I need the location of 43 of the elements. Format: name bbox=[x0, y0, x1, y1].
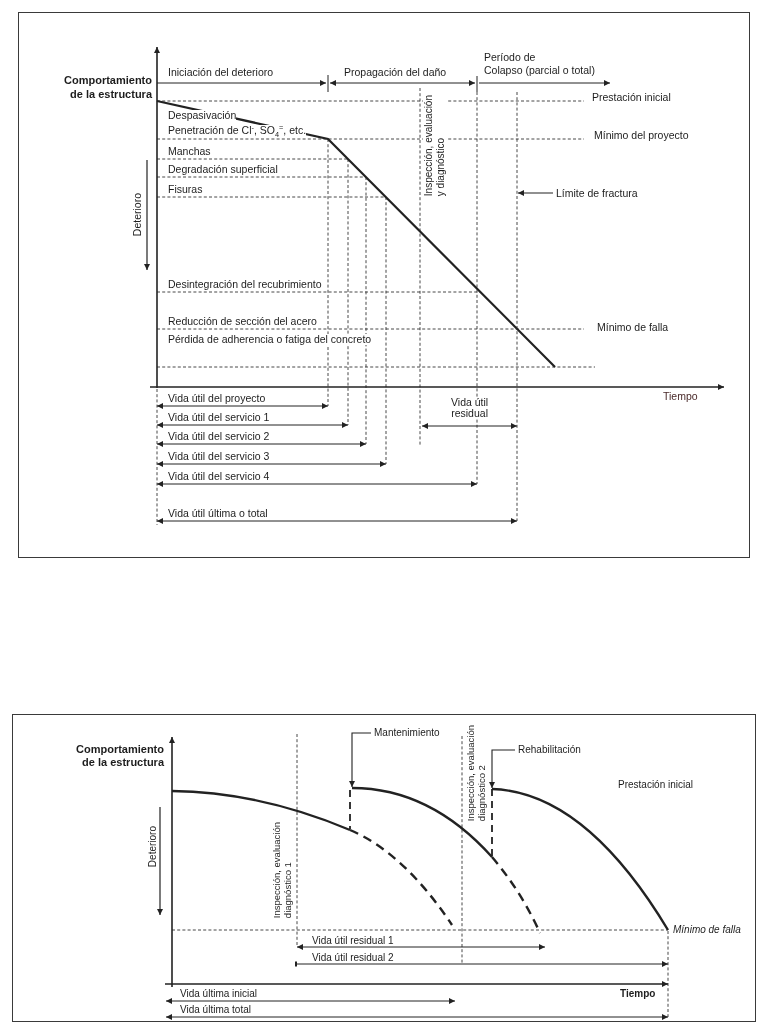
level-label: Mínimo de falla bbox=[673, 924, 741, 935]
damage-label: Desintegración del recubrimiento bbox=[168, 279, 322, 290]
callout-label: Límite de fractura bbox=[553, 187, 638, 199]
dimension-label: Vida útil residual 1 bbox=[312, 935, 394, 946]
dimension-label: Vida última inicial bbox=[180, 988, 258, 999]
inspection-label: Inspección, evaluación diagnóstico 1 bbox=[271, 822, 293, 919]
axis-label: Tiempo bbox=[663, 391, 698, 402]
dimension-label: Vida útil del servicio 2 bbox=[168, 431, 270, 442]
callout-label: Rehabilitación bbox=[515, 744, 581, 756]
dimension-label: Vida última total bbox=[180, 1004, 251, 1015]
phase-label: Período de Colapso (parcial o total) bbox=[484, 51, 595, 77]
damage-label: Fisuras bbox=[168, 184, 203, 195]
inspection-label: Inspección, evaluación y diagnóstico bbox=[423, 95, 447, 197]
phase-label: Propagación del daño bbox=[344, 67, 447, 78]
leader-arrow bbox=[349, 732, 372, 788]
dimension-label: Vida útil residual bbox=[451, 397, 489, 419]
axis-label: Deterioro bbox=[147, 826, 158, 868]
dimension-label: Vida útil del servicio 3 bbox=[168, 451, 270, 462]
phase-label: Iniciación del deterioro bbox=[168, 67, 274, 78]
dimension-label: Vida útil última o total bbox=[168, 508, 268, 519]
level-label: Mínimo del proyecto bbox=[594, 130, 689, 141]
inspection-label: Inspección, evaluación diagnóstico 2 bbox=[465, 725, 487, 822]
damage-label: Manchas bbox=[168, 146, 211, 157]
damage-label: Despasivación bbox=[168, 110, 237, 121]
damage-label: Reducción de sección del acero bbox=[168, 316, 317, 327]
dimension-label: Vida útil del servicio 4 bbox=[168, 471, 270, 482]
damage-label: Pérdida de adherencia o fatiga del concreto bbox=[168, 334, 372, 345]
deterioration-curve bbox=[491, 787, 669, 931]
damage-label: Penetración de Cl$^{-}$, SO$_{4}$$^{=}$, etc. bbox=[168, 125, 307, 136]
level-label: Mínimo de falla bbox=[597, 322, 669, 333]
axis-label: Tiempo bbox=[620, 988, 656, 999]
leader-arrow bbox=[517, 190, 554, 196]
dimension-label: Vida útil residual 2 bbox=[312, 952, 394, 963]
level-label: Prestación inicial bbox=[618, 779, 694, 790]
repair-jump-line bbox=[491, 787, 493, 857]
damage-label: Degradación superficial bbox=[168, 164, 278, 175]
leader-arrow bbox=[489, 749, 516, 789]
level-label: Prestación inicial bbox=[592, 92, 671, 103]
axis-label: Deterioro bbox=[132, 193, 143, 237]
guide-line bbox=[516, 91, 518, 522]
dimension-label: Vida útil del servicio 1 bbox=[168, 412, 270, 423]
dimension-label: Vida útil del proyecto bbox=[168, 393, 266, 404]
callout-label: Mantenimiento bbox=[371, 727, 440, 739]
